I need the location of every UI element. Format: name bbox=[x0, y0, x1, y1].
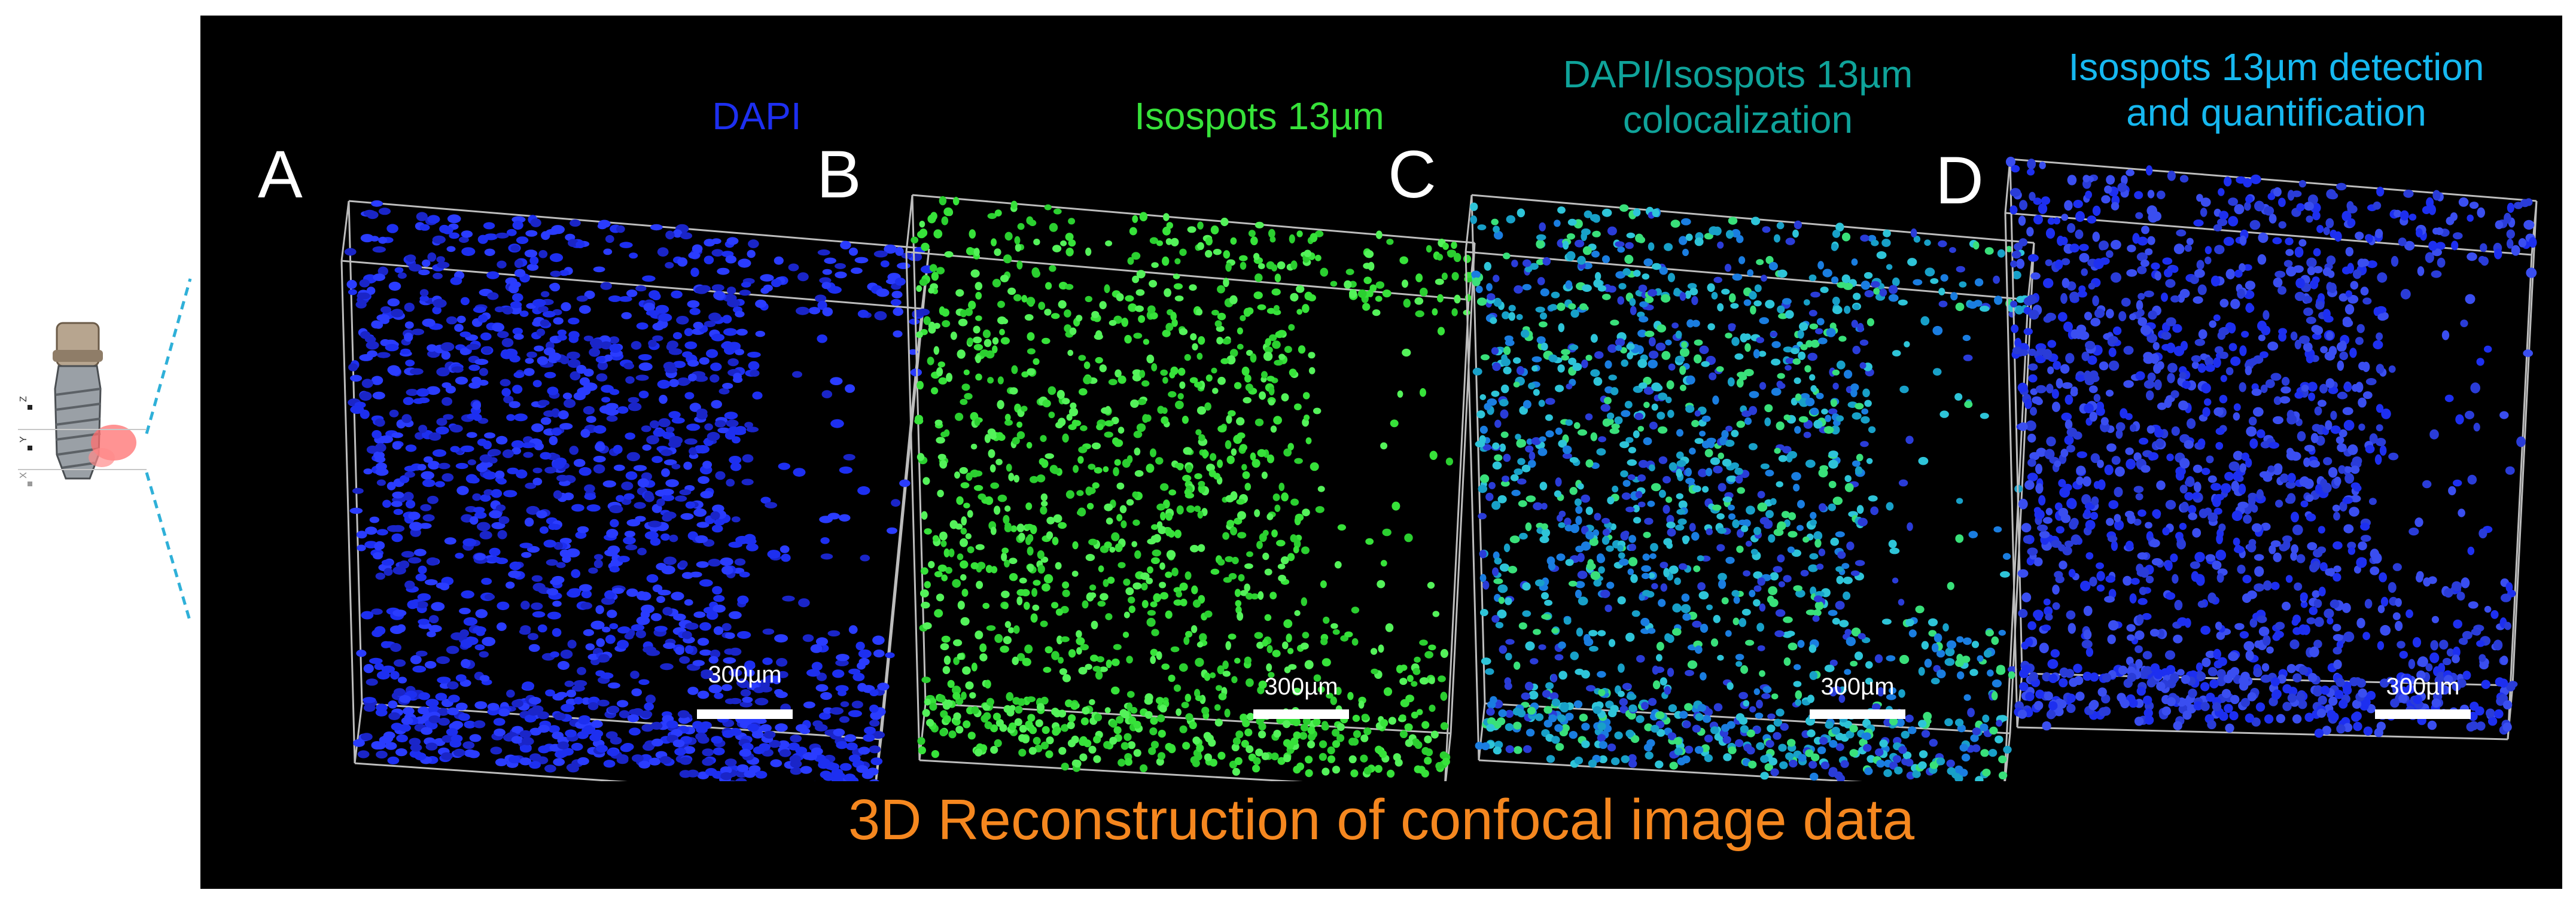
volume-wireframe-edge bbox=[2009, 158, 2537, 202]
implant-threads bbox=[55, 388, 101, 469]
axis-label-z: Z bbox=[19, 396, 29, 402]
volume-wireframe-edge bbox=[2004, 159, 2011, 214]
volume-wireframe-edge bbox=[1478, 759, 1862, 781]
implant-inset: Z Y X bbox=[0, 0, 200, 905]
panel-a-letter: A bbox=[258, 137, 303, 212]
cell-dots bbox=[1470, 202, 2030, 781]
panel-c-title-line-1: DAPI/Isospots 13µm bbox=[1563, 53, 1913, 96]
volume-wireframe-edge bbox=[1444, 299, 1470, 781]
panel-b-scale-bar bbox=[1253, 709, 1349, 719]
panel-b-3d-volume bbox=[905, 194, 1476, 781]
volume-wireframe-edge bbox=[2004, 733, 2011, 781]
volume-wireframe-edge bbox=[1478, 703, 1486, 761]
panel-a-title-line-1: DAPI bbox=[712, 95, 802, 138]
panel-d-3d-volume bbox=[2004, 157, 2538, 741]
volume-wireframe-edge bbox=[905, 194, 914, 252]
volume-wireframe-edge bbox=[912, 194, 1475, 244]
volume-wireframe-edge bbox=[875, 308, 923, 781]
cell-dots bbox=[344, 200, 934, 781]
panel-a-scale-bar bbox=[697, 709, 793, 719]
panel-b-title: Isospots 13µm bbox=[1080, 93, 1439, 139]
panel-c-scale-bar bbox=[1810, 709, 1905, 719]
panel-b-letter: B bbox=[817, 137, 861, 212]
volume-wireframe-edge bbox=[340, 260, 356, 764]
volume-wireframe-edge bbox=[905, 251, 921, 761]
panel-b-scale-label: 300µm bbox=[1264, 674, 1338, 700]
volume-wireframe-edge bbox=[2016, 673, 2023, 728]
volume-wireframe-edge bbox=[906, 251, 1469, 301]
panel-a-scale-label: 300µm bbox=[708, 662, 782, 688]
volume-wireframe-edge bbox=[1464, 194, 1473, 252]
panel-d-title: Isospots 13µm detection and quantificati… bbox=[1995, 44, 2557, 135]
volume-wireframe-edge bbox=[919, 759, 1303, 781]
panel-c-title: DAPI/Isospots 13µm colocalization bbox=[1469, 51, 2007, 142]
volume-wireframe-edge bbox=[2027, 242, 2035, 300]
volume-wireframe-edge bbox=[1464, 251, 1480, 761]
volume-wireframe-edge bbox=[354, 762, 628, 781]
volume-wireframe-edge bbox=[348, 200, 930, 250]
implant-collar bbox=[53, 350, 103, 362]
zoom-guide-line-bottom bbox=[145, 472, 192, 623]
volume-wireframe-edge bbox=[2009, 159, 2023, 674]
volume-wireframe-edge bbox=[2507, 254, 2533, 740]
volume-wireframe-edge bbox=[911, 194, 927, 704]
axis-label-x: X bbox=[19, 472, 29, 479]
dental-implant-illustration: Z Y X bbox=[18, 278, 192, 623]
volume-wireframe-edge bbox=[1465, 251, 2029, 301]
volume-wireframe-edge bbox=[354, 703, 363, 764]
panel-d-letter: D bbox=[1935, 143, 1984, 218]
volume-wireframe-edge bbox=[2017, 726, 2508, 741]
zoom-guide-line-top bbox=[145, 278, 192, 434]
panel-a-3d-volume bbox=[340, 200, 934, 781]
figure-caption: 3D Reconstruction of confocal image data bbox=[848, 788, 1915, 852]
panel-c-title-line-2: colocalization bbox=[1622, 98, 1853, 141]
panel-d-scale-label: 300µm bbox=[2386, 674, 2460, 700]
axis-label-y: Y bbox=[19, 436, 29, 443]
volume-wireframe-edge bbox=[2003, 299, 2029, 781]
axis-marker-z bbox=[28, 405, 32, 410]
panel-c-3d-volume bbox=[1464, 194, 2035, 781]
panel-b-title-line-1: Isospots 13µm bbox=[1134, 95, 1384, 138]
panel-d-title-line-2: and quantification bbox=[2126, 91, 2426, 134]
panel-d-title-line-1: Isospots 13µm detection bbox=[2068, 45, 2484, 89]
axis-marker-x bbox=[28, 482, 32, 486]
volume-wireframe-edge bbox=[2004, 212, 2018, 728]
axis-marker-y bbox=[28, 446, 32, 450]
panel-c-letter: C bbox=[1388, 137, 1436, 212]
panel-a-title: DAPI bbox=[631, 93, 882, 139]
panel-d-scale-bar bbox=[2375, 709, 2471, 719]
volume-wireframe-edge bbox=[1450, 242, 1476, 734]
cell-dots bbox=[2005, 157, 2537, 738]
cell-dots bbox=[911, 196, 1473, 778]
panel-c-scale-label: 300µm bbox=[1820, 674, 1895, 700]
volume-wireframe-edge bbox=[340, 200, 350, 261]
confocal-figure-panel: DAPI Isospots 13µm DAPI/Isospots 13µm co… bbox=[200, 16, 2562, 889]
